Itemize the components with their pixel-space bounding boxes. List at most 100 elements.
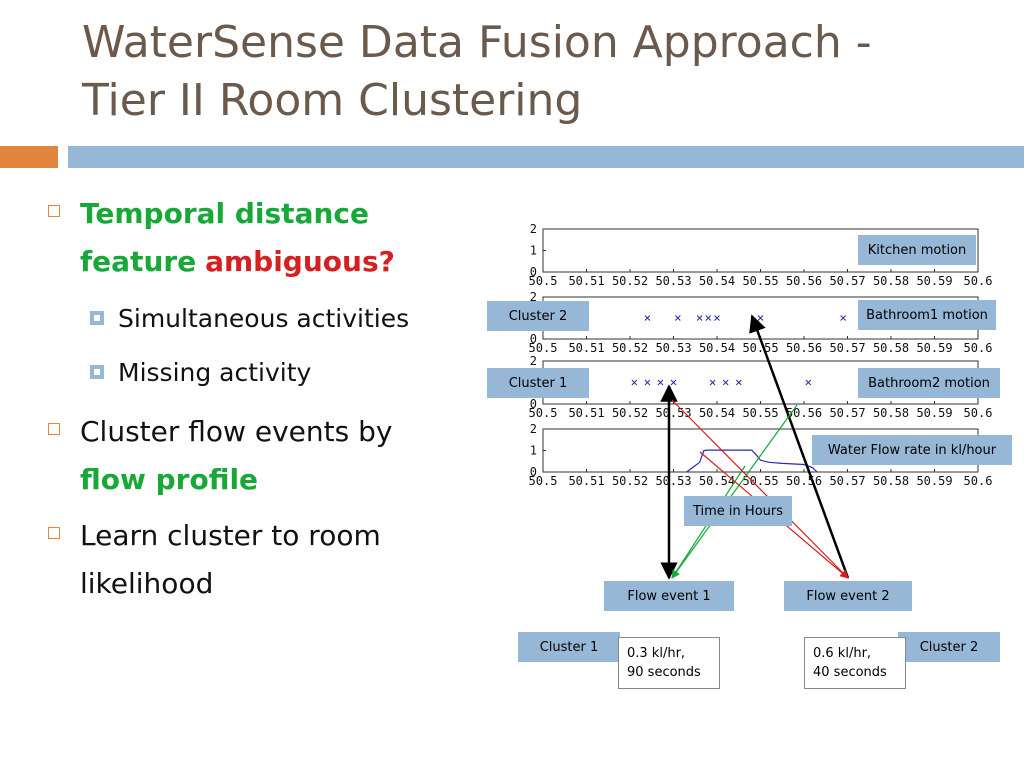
x-tick-label: 50.54 <box>699 406 735 420</box>
bathroom2-motion-label: Bathroom2 motion <box>858 368 1000 398</box>
bathroom1-motion-label: Bathroom1 motion <box>858 300 996 330</box>
x-tick-label: 50.52 <box>612 406 648 420</box>
title-line-2: Tier II Room Clustering <box>82 75 583 126</box>
bullet-text: feature <box>80 245 197 278</box>
motion-event-marker <box>674 315 681 321</box>
motion-event-marker <box>705 315 712 321</box>
x-tick-label: 50.57 <box>829 406 865 420</box>
bullet-cluster: Cluster flow events by flow profile <box>48 408 468 504</box>
motion-event-marker <box>670 379 677 386</box>
x-tick-label: 50.5 <box>529 341 558 355</box>
x-tick-label: 50.59 <box>916 406 952 420</box>
bullet-learn: Learn cluster to room likelihood <box>48 512 468 608</box>
x-tick-label: 50.5 <box>529 406 558 420</box>
arrow-bathroom1-flow1 <box>671 404 798 579</box>
profile-rate: 0.6 kl/hr, <box>813 646 872 661</box>
flow-event-2-profile: 0.6 kl/hr, 40 seconds <box>804 637 906 689</box>
x-tick-label: 50.51 <box>568 406 604 420</box>
bullet-text: ambiguous? <box>205 245 395 278</box>
slide-title: WaterSense Data Fusion Approach - Tier I… <box>82 14 982 130</box>
x-tick-label: 50.59 <box>916 474 952 488</box>
motion-event-marker <box>709 379 716 386</box>
cluster2-label-left: Cluster 2 <box>487 301 589 331</box>
x-tick-label: 50.58 <box>873 406 909 420</box>
sub-bullet-text: Missing activity <box>118 358 312 387</box>
x-tick-label: 50.51 <box>568 341 604 355</box>
accent-bar-blue <box>68 146 1024 168</box>
x-tick-label: 50.6 <box>964 474 993 488</box>
x-tick-label: 50.52 <box>612 341 648 355</box>
y-tick-label: 2 <box>530 290 537 304</box>
cluster1-label-left: Cluster 1 <box>487 368 589 398</box>
square-bullet-icon <box>48 527 60 539</box>
sub-bullet-icon <box>90 365 104 379</box>
bullet-text: Learn cluster to room <box>80 519 381 552</box>
x-tick-label: 50.53 <box>655 274 691 288</box>
motion-event-marker <box>805 379 812 386</box>
x-tick-label: 50.6 <box>964 274 993 288</box>
x-tick-label: 50.55 <box>742 274 778 288</box>
motion-event-marker <box>840 315 847 321</box>
y-tick-label: 0 <box>530 397 537 411</box>
x-tick-label: 50.56 <box>786 274 822 288</box>
x-tick-label: 50.59 <box>916 341 952 355</box>
x-tick-label: 50.6 <box>964 341 993 355</box>
y-tick-label: 1 <box>530 244 537 258</box>
time-in-hours-label: Time in Hours <box>684 496 792 526</box>
title-line-1: WaterSense Data Fusion Approach - <box>82 17 872 68</box>
profile-rate: 0.3 kl/hr, <box>627 646 686 661</box>
sub-bullet-simultaneous: Simultaneous activities <box>48 292 468 346</box>
x-tick-label: 50.52 <box>612 274 648 288</box>
x-tick-label: 50.59 <box>916 274 952 288</box>
x-tick-label: 50.57 <box>829 274 865 288</box>
motion-event-marker <box>735 379 742 386</box>
profile-duration: 90 seconds <box>627 665 701 680</box>
flow-event-2-label: Flow event 2 <box>784 581 912 611</box>
x-tick-label: 50.53 <box>655 474 691 488</box>
bullet-temporal: Temporal distance feature ambiguous? <box>48 190 468 286</box>
x-tick-label: 50.55 <box>742 474 778 488</box>
x-tick-label: 50.57 <box>829 341 865 355</box>
x-tick-label: 50.5 <box>529 474 558 488</box>
waterflow-label: Water Flow rate in kl/hour <box>812 435 1012 465</box>
motion-event-marker <box>714 315 720 321</box>
bullet-text: flow profile <box>80 463 259 496</box>
cluster1-label-bottom: Cluster 1 <box>518 632 620 662</box>
x-tick-label: 50.51 <box>568 474 604 488</box>
kitchen-motion-label: Kitchen motion <box>858 235 976 265</box>
y-tick-label: 0 <box>530 332 537 346</box>
bullet-text: Temporal distance <box>80 197 369 230</box>
flow-event-1-label: Flow event 1 <box>604 581 734 611</box>
profile-duration: 40 seconds <box>813 665 887 680</box>
square-bullet-icon <box>48 205 60 217</box>
y-tick-label: 0 <box>530 265 537 279</box>
y-tick-label: 1 <box>530 444 537 458</box>
x-tick-label: 50.58 <box>873 474 909 488</box>
x-tick-label: 50.57 <box>829 474 865 488</box>
square-bullet-icon <box>48 423 60 435</box>
x-tick-label: 50.5 <box>529 274 558 288</box>
motion-event-marker <box>644 315 651 321</box>
x-tick-label: 50.56 <box>786 406 822 420</box>
cluster2-label-bottom: Cluster 2 <box>898 632 1000 662</box>
x-tick-label: 50.6 <box>964 406 993 420</box>
arrow-cluster2-flow2 <box>749 314 850 579</box>
accent-bar-orange <box>0 146 58 168</box>
motion-event-marker <box>644 379 651 386</box>
y-tick-label: 2 <box>530 422 537 436</box>
x-tick-label: 50.51 <box>568 274 604 288</box>
x-tick-label: 50.55 <box>742 406 778 420</box>
motion-event-marker <box>631 379 638 386</box>
x-tick-label: 50.55 <box>742 341 778 355</box>
x-tick-label: 50.56 <box>786 474 822 488</box>
flow-event-1-profile: 0.3 kl/hr, 90 seconds <box>618 637 720 689</box>
x-tick-label: 50.56 <box>786 341 822 355</box>
sub-bullet-text: Simultaneous activities <box>118 304 410 333</box>
arrow-flow-peak-flow2 <box>671 399 849 579</box>
x-tick-label: 50.54 <box>699 274 735 288</box>
bullet-list: Temporal distance feature ambiguous? Sim… <box>48 190 468 614</box>
x-tick-label: 50.58 <box>873 341 909 355</box>
y-tick-label: 2 <box>530 222 537 236</box>
x-tick-label: 50.53 <box>655 406 691 420</box>
bullet-text: Cluster flow events by <box>80 415 393 448</box>
